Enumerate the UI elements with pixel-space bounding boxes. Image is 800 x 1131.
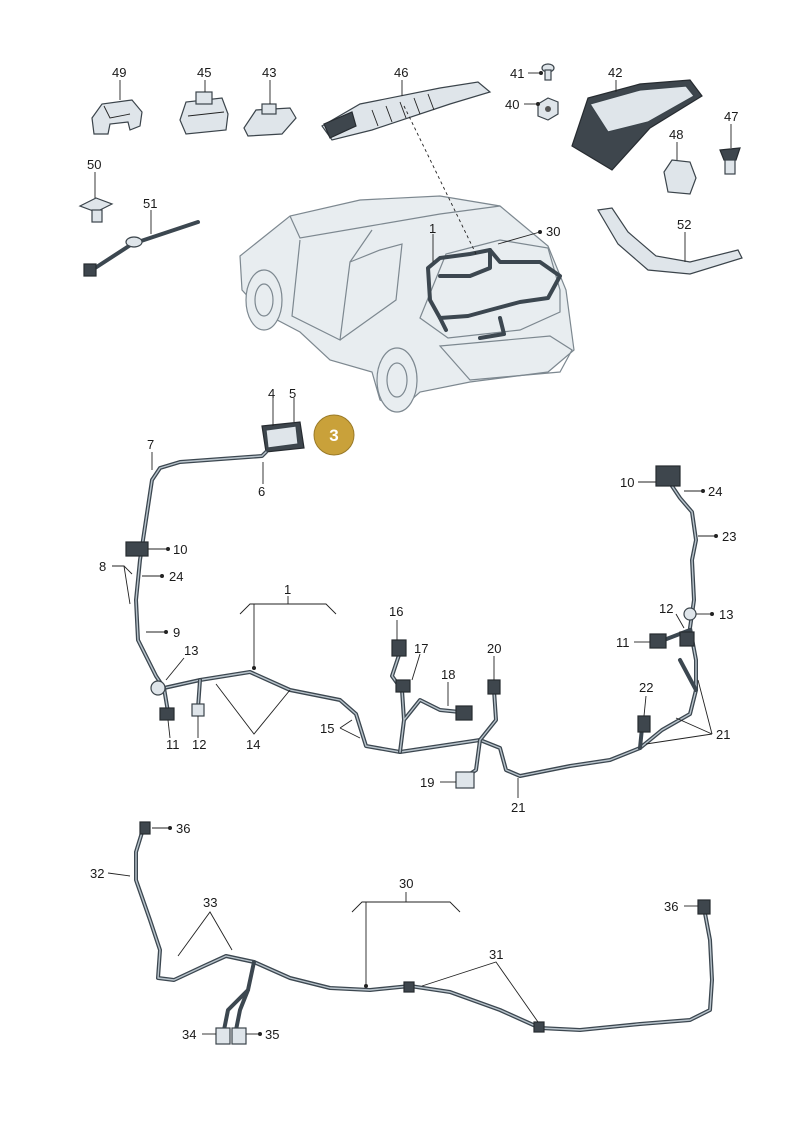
label-17: 17 xyxy=(414,641,428,656)
part-47-rivet-icon xyxy=(719,147,741,175)
label-13-left: 13 xyxy=(184,643,198,658)
label-49: 49 xyxy=(112,65,126,80)
connector-35-icon xyxy=(231,1027,247,1045)
label-9: 9 xyxy=(173,625,180,640)
connector-11-right-icon xyxy=(649,633,667,649)
label-48: 48 xyxy=(669,127,683,142)
label-12-right: 12 xyxy=(659,601,673,616)
label-32: 32 xyxy=(90,866,104,881)
label-36-right: 36 xyxy=(664,899,678,914)
clip-31-icon xyxy=(533,1021,545,1033)
callout-badge: 3 xyxy=(313,414,355,456)
connector-10-left-icon xyxy=(125,541,149,557)
label-46: 46 xyxy=(394,65,408,80)
connector-10-right-icon xyxy=(655,465,681,487)
label-1-car: 1 xyxy=(429,221,436,236)
connector-36-left-icon xyxy=(139,821,151,835)
connector-12-right-icon xyxy=(679,631,695,647)
label-34: 34 xyxy=(182,1027,196,1042)
label-45: 45 xyxy=(197,65,211,80)
label-42: 42 xyxy=(608,65,622,80)
label-5: 5 xyxy=(289,386,296,401)
part-49-clip-icon xyxy=(91,99,143,135)
part-46-grommet-icon xyxy=(321,81,492,141)
label-21-right: 21 xyxy=(716,727,730,742)
part-42-cover-icon xyxy=(571,79,703,171)
connector-12-left-icon xyxy=(191,703,205,717)
connector-20-icon xyxy=(487,679,501,695)
label-23: 23 xyxy=(722,529,736,544)
label-24-left: 24 xyxy=(169,569,183,584)
connector-36-right-icon xyxy=(697,899,711,915)
label-47: 47 xyxy=(724,109,738,124)
car-rear-view xyxy=(239,195,575,413)
label-22: 22 xyxy=(639,680,653,695)
label-24-right: 24 xyxy=(708,484,722,499)
connector-16-icon xyxy=(391,639,407,657)
label-6: 6 xyxy=(258,484,265,499)
grommet-13-left-icon xyxy=(150,680,166,696)
part-50-rivet-icon xyxy=(78,197,114,223)
label-14: 14 xyxy=(246,737,260,752)
part-40-nut-icon xyxy=(537,97,559,121)
label-12-left: 12 xyxy=(192,737,206,752)
label-15: 15 xyxy=(320,721,334,736)
part-52-moulding-icon xyxy=(597,207,743,275)
label-10-right: 10 xyxy=(620,475,634,490)
label-31: 31 xyxy=(489,947,503,962)
label-10-left: 10 xyxy=(173,542,187,557)
label-11-right: 11 xyxy=(616,635,630,650)
label-40: 40 xyxy=(505,97,519,112)
label-30-harness: 30 xyxy=(399,876,413,891)
label-18: 18 xyxy=(441,667,455,682)
grommet-13-right-icon xyxy=(683,607,697,621)
label-19: 19 xyxy=(420,775,434,790)
part-43-bracket-icon xyxy=(243,103,297,137)
connector-18-icon xyxy=(455,705,473,721)
part-48-clip-icon xyxy=(663,159,697,195)
label-20: 20 xyxy=(487,641,501,656)
control-unit-icon xyxy=(261,421,305,453)
label-36-left: 36 xyxy=(176,821,190,836)
label-50: 50 xyxy=(87,157,101,172)
connector-19-icon xyxy=(455,771,475,789)
label-33: 33 xyxy=(203,895,217,910)
part-41-screw-icon xyxy=(541,63,555,81)
part-45-holder-icon xyxy=(179,91,229,135)
label-8: 8 xyxy=(99,559,106,574)
label-16: 16 xyxy=(389,604,403,619)
label-51: 51 xyxy=(143,196,157,211)
connector-22-icon xyxy=(637,715,651,733)
label-30-car: 30 xyxy=(546,224,560,239)
label-41: 41 xyxy=(510,66,524,81)
label-35: 35 xyxy=(265,1027,279,1042)
label-7: 7 xyxy=(147,437,154,452)
label-52: 52 xyxy=(677,217,691,232)
connector-34-icon xyxy=(215,1027,231,1045)
badge-number: 3 xyxy=(329,426,338,445)
label-4: 4 xyxy=(268,386,275,401)
label-1-harness: 1 xyxy=(284,582,291,597)
label-21-bottom: 21 xyxy=(511,800,525,815)
label-13-right: 13 xyxy=(719,607,733,622)
clip-31b-icon xyxy=(403,981,415,993)
connector-17-icon xyxy=(395,679,411,693)
label-11-left: 11 xyxy=(166,737,180,752)
part-51-cable-tie-icon xyxy=(83,220,200,277)
connector-11-left-icon xyxy=(159,707,175,721)
label-43: 43 xyxy=(262,65,276,80)
